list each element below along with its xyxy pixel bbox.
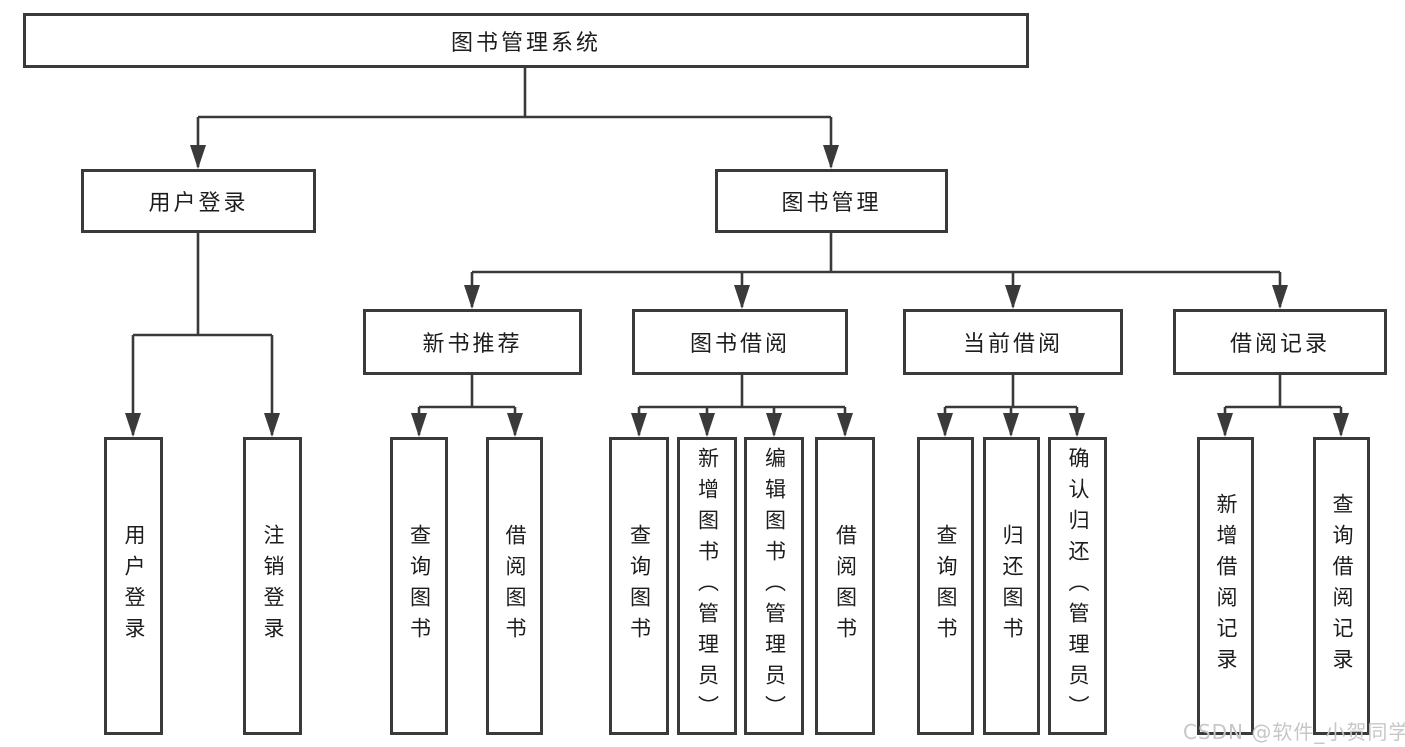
- node-label: 查询图书: [627, 524, 652, 648]
- node-label: 用户登录: [122, 524, 146, 648]
- node-borrowing-records: 借阅记录: [1173, 309, 1387, 375]
- leaf-borrow-books-recommend: 借阅图书: [486, 437, 543, 735]
- leaf-query-books-current: 查询图书: [917, 437, 974, 735]
- csdn-watermark: CSDN @软件_小贺同学: [1183, 720, 1405, 744]
- node-label: 查询借阅记录: [1330, 493, 1354, 679]
- node-label: 归还图书: [1000, 524, 1024, 648]
- leaf-edit-book-admin: 编辑图书（管理员）: [744, 437, 804, 735]
- leaf-return-books: 归还图书: [983, 437, 1040, 735]
- node-label: 借阅图书: [503, 524, 527, 648]
- node-book-management: 图书管理: [715, 169, 948, 233]
- leaf-user-login: 用户登录: [104, 437, 163, 735]
- node-label: 查询图书: [407, 524, 432, 648]
- node-library-management-system: 图书管理系统: [23, 13, 1029, 68]
- node-label: 用户登录: [148, 191, 249, 216]
- node-label: 图书管理: [781, 191, 882, 216]
- node-label: 新增图书（管理员）: [695, 446, 720, 726]
- node-label: 新增借阅记录: [1214, 493, 1238, 679]
- leaf-add-borrow-record: 新增借阅记录: [1197, 437, 1254, 735]
- node-label: 借阅记录: [1229, 332, 1330, 357]
- node-label: 当前借阅: [962, 332, 1063, 357]
- node-book-borrowing: 图书借阅: [632, 309, 848, 375]
- node-label: 查询图书: [934, 524, 958, 648]
- node-label: 图书管理系统: [450, 30, 601, 56]
- node-label: 注销登录: [261, 524, 285, 648]
- leaf-query-books-recommend: 查询图书: [390, 437, 448, 735]
- node-label: 图书借阅: [689, 332, 790, 357]
- node-user-login: 用户登录: [81, 169, 316, 233]
- arrow-heads: [125, 145, 1349, 437]
- leaf-query-borrow-record: 查询借阅记录: [1313, 437, 1370, 735]
- leaf-borrow-books: 借阅图书: [815, 437, 875, 735]
- leaf-query-books-borrow: 查询图书: [609, 437, 669, 735]
- node-label: 新书推荐: [422, 332, 523, 357]
- node-label: 确认归还（管理员）: [1066, 446, 1090, 726]
- node-new-book-recommendation: 新书推荐: [363, 309, 582, 375]
- leaf-add-book-admin: 新增图书（管理员）: [677, 437, 737, 735]
- node-current-borrowing: 当前借阅: [903, 309, 1123, 375]
- node-label: 编辑图书（管理员）: [762, 446, 787, 726]
- leaf-confirm-return-admin: 确认归还（管理员）: [1048, 437, 1107, 735]
- node-label: 借阅图书: [833, 524, 858, 648]
- leaf-logout: 注销登录: [243, 437, 302, 735]
